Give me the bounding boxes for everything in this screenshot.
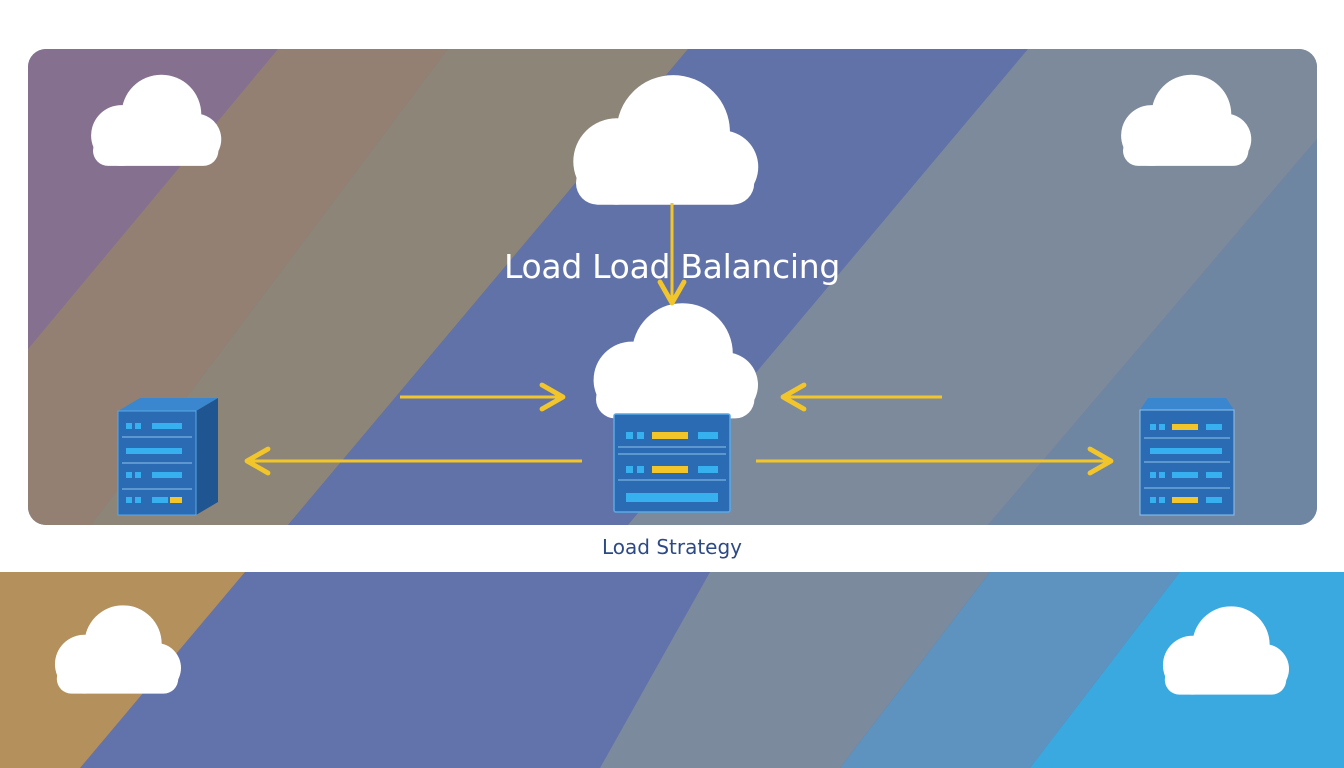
diagram-caption: Load Strategy (601, 535, 743, 559)
server-rack-icon (1139, 398, 1235, 516)
band-stripe-steel (840, 572, 1180, 768)
cloud-icon (1162, 606, 1289, 695)
cloud-icon (573, 75, 759, 205)
cloud-icon (593, 303, 758, 419)
cloud-icon (1121, 74, 1252, 166)
server-rack-icon (613, 413, 731, 513)
cloud-icon (54, 605, 181, 694)
diagram-title: Load Load Balancing (504, 247, 840, 286)
stripe-slate (988, 139, 1317, 525)
cloud-icon (91, 74, 222, 166)
server-rack-icon (117, 398, 218, 516)
band-stripe-gray (600, 572, 990, 768)
